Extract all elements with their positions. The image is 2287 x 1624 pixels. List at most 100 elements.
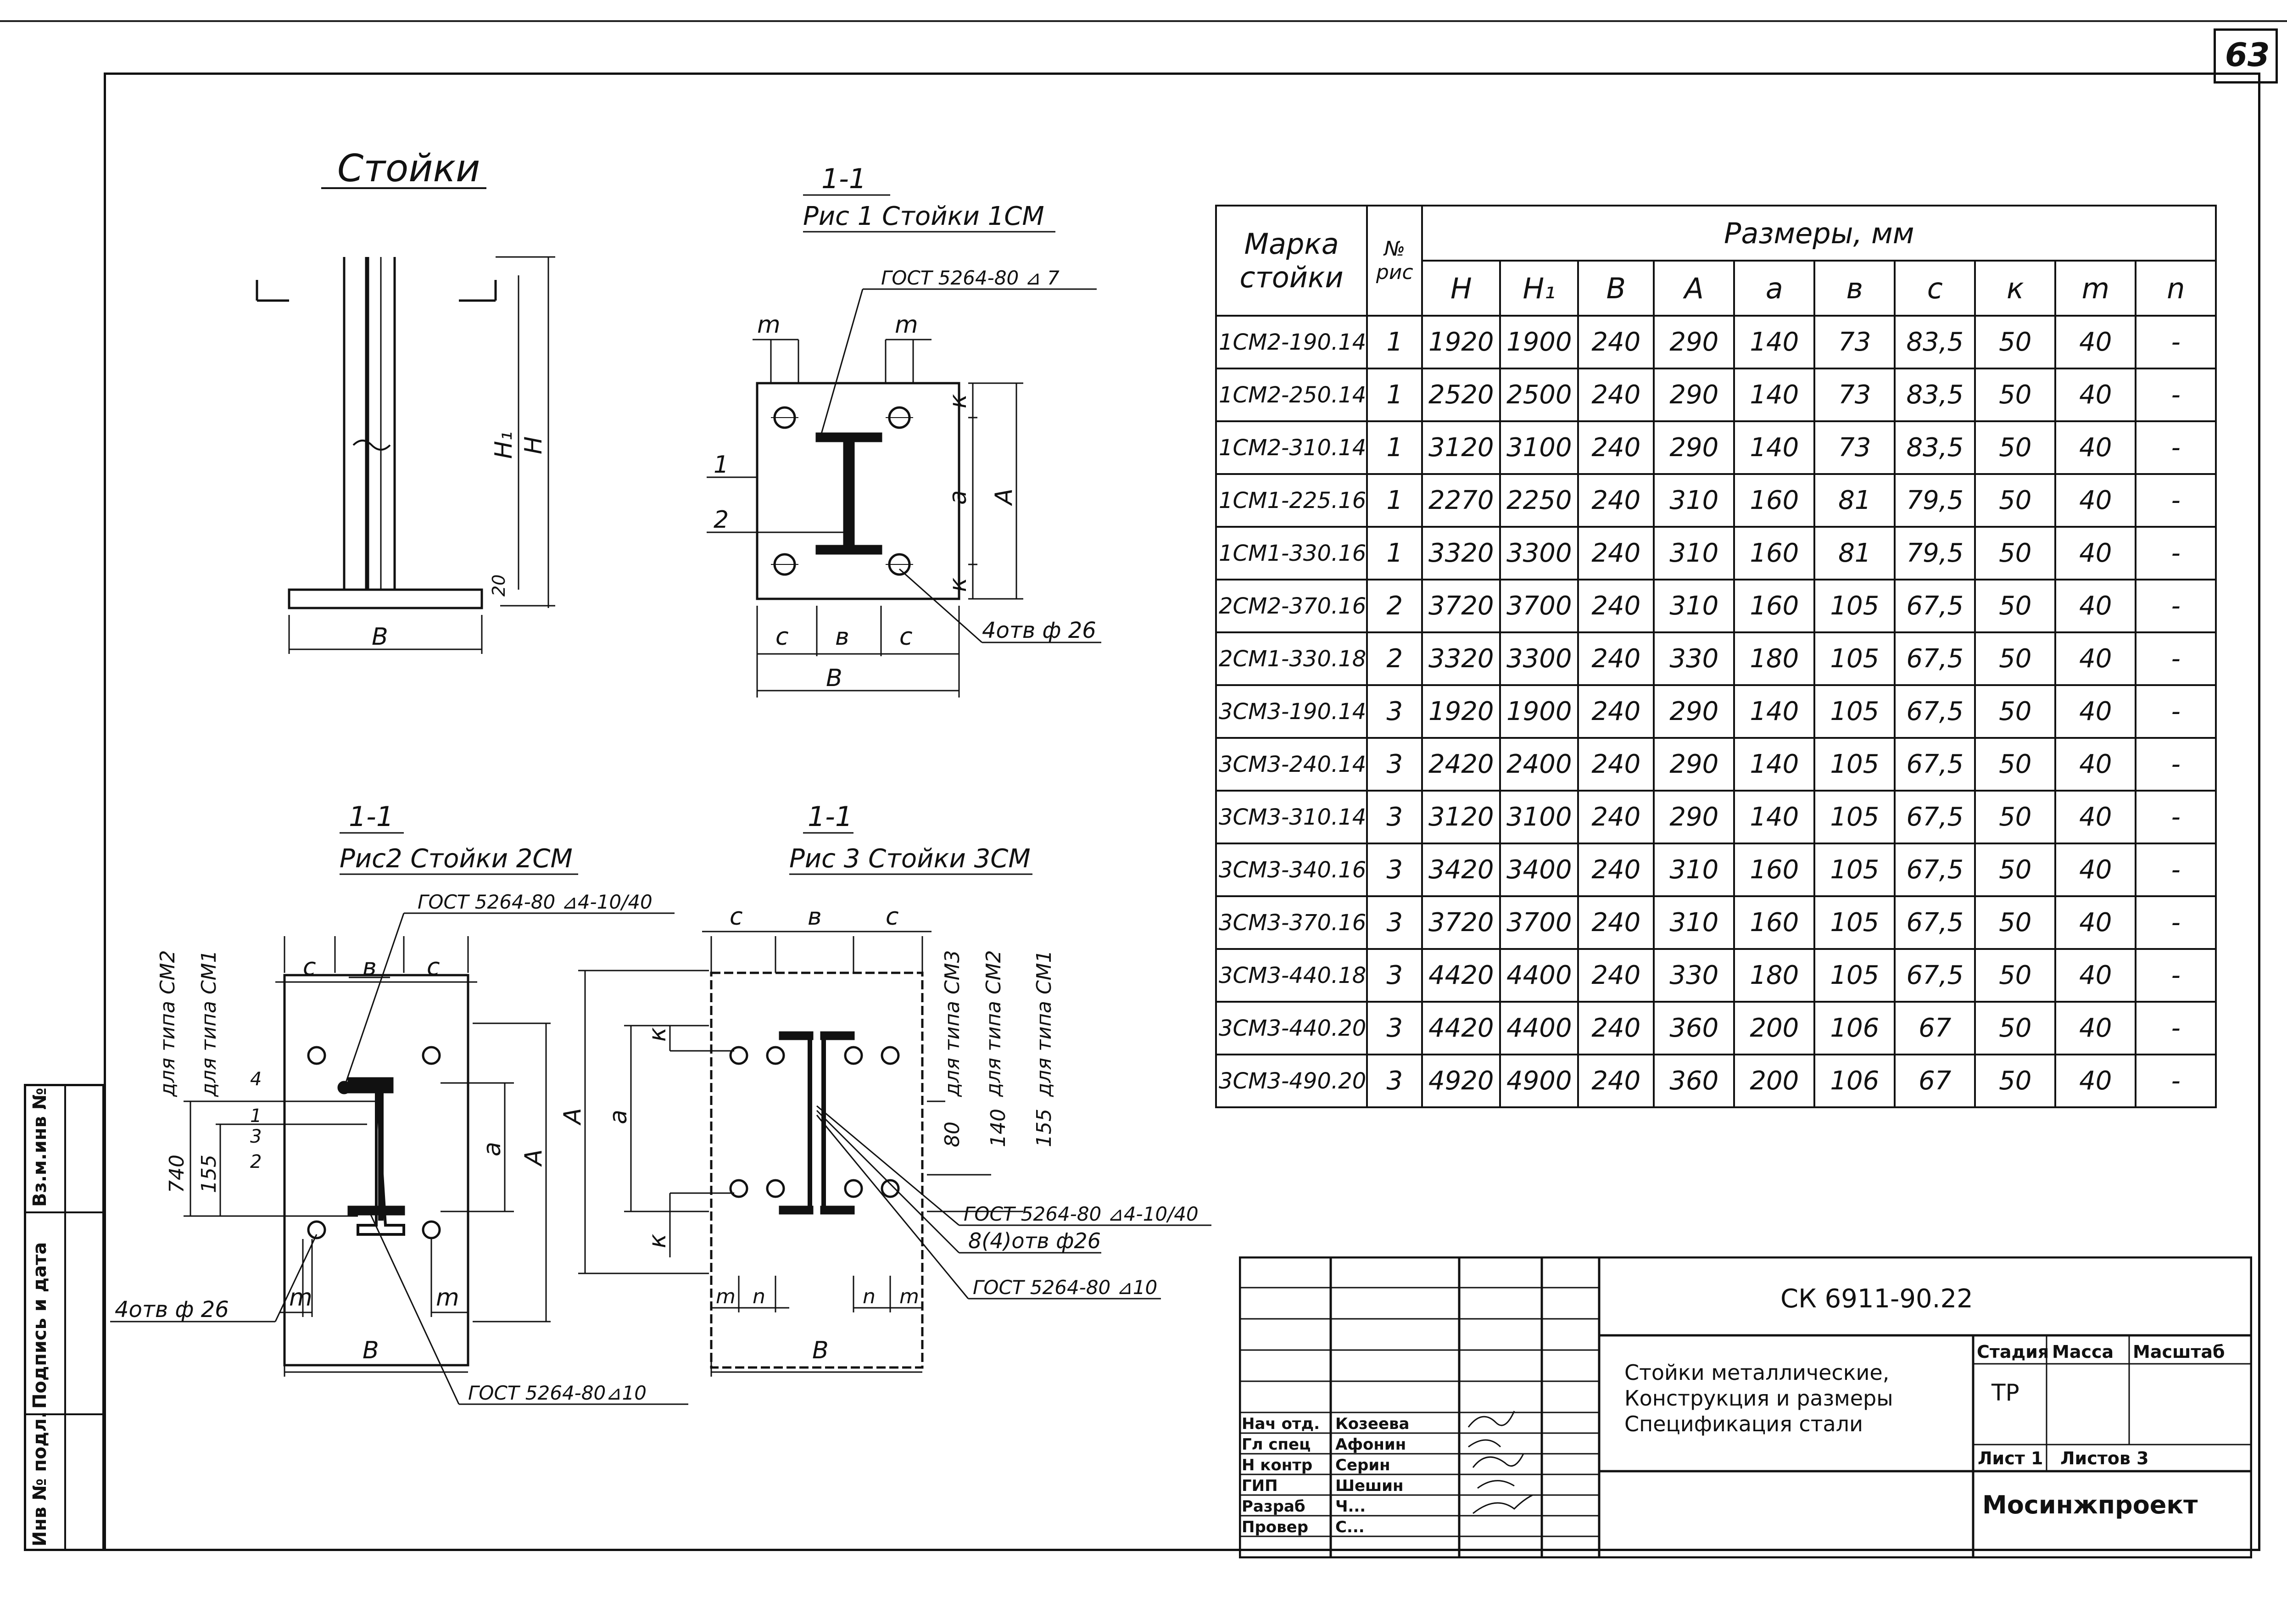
dim-740-f2: 740 xyxy=(165,1155,189,1193)
col-header: H₁ xyxy=(1499,260,1579,317)
cell-value: 50 xyxy=(1974,895,2057,950)
cell-value: 4420 xyxy=(1421,948,1501,1003)
dim-20-elev: 20 xyxy=(489,575,509,597)
role-title: Нач отд. xyxy=(1242,1415,1320,1433)
cell-value: 3700 xyxy=(1499,579,1579,633)
dim-b-f2: в xyxy=(363,954,377,981)
cell-value: 140 xyxy=(1733,315,1816,369)
cell-value: 40 xyxy=(2054,1001,2137,1055)
sheets-label: Листов 3 xyxy=(2060,1448,2149,1468)
stage-value: ТР xyxy=(1991,1379,2019,1406)
cell-fig: 1 xyxy=(1366,526,1423,580)
cell-value: 200 xyxy=(1733,1001,1816,1055)
cell-value: 310 xyxy=(1653,843,1735,897)
cell-value: 106 xyxy=(1813,1054,1896,1108)
cell-value: 105 xyxy=(1813,579,1896,633)
col-header: n xyxy=(2135,260,2217,317)
cell-value: 3720 xyxy=(1421,895,1501,950)
drawings-svg: Стойки 1-1 Рис 1 Стойки 1СМ ГОСТ 5264-80… xyxy=(110,147,1211,1405)
cell-value: 140 xyxy=(1733,684,1816,739)
dim-140-f3: 140 xyxy=(987,1109,1010,1147)
cell-value: 240 xyxy=(1577,737,1655,792)
dim-H-elev: H xyxy=(520,436,547,454)
cell-value: - xyxy=(2135,315,2217,369)
title-block-grid xyxy=(1239,1256,2252,1558)
cell-value: 67,5 xyxy=(1894,843,1976,897)
cell-mark: 3СМ3-440.20 xyxy=(1215,1001,1368,1055)
cell-value: 73 xyxy=(1813,368,1896,422)
cell-value: 290 xyxy=(1653,368,1735,422)
dim-b-f1: в xyxy=(835,623,849,651)
fig1-caption: Рис 1 Стойки 1СМ xyxy=(803,201,1044,231)
side-strip-cut2 xyxy=(24,1413,105,1415)
dim-c1-f3: с xyxy=(730,903,743,931)
cell-value: 160 xyxy=(1733,473,1816,528)
cell-value: 67,5 xyxy=(1894,684,1976,739)
role-title: Разраб xyxy=(1242,1497,1305,1516)
dim-2-f2: 2 xyxy=(250,1151,262,1172)
cell-value: 67,5 xyxy=(1894,948,1976,1003)
fig3-weld-bottom: ГОСТ 5264-80 ⊿10 xyxy=(973,1276,1157,1299)
cell-value: 240 xyxy=(1577,368,1655,422)
role-title: ГИП xyxy=(1242,1477,1278,1495)
cell-value: 1920 xyxy=(1421,684,1501,739)
cell-value: 3300 xyxy=(1499,631,1579,686)
cell-mark: 1СМ2-250.14 xyxy=(1215,368,1368,422)
dim-1-f1: 1 xyxy=(714,451,729,479)
cell-value: 310 xyxy=(1653,526,1735,580)
cell-value: 50 xyxy=(1974,579,2057,633)
cell-value: 3320 xyxy=(1421,526,1501,580)
cell-value: 105 xyxy=(1813,631,1896,686)
cell-value: 50 xyxy=(1974,737,2057,792)
cell-value: 4420 xyxy=(1421,1001,1501,1055)
cell-value: 40 xyxy=(2054,631,2137,686)
cell-mark: 1СМ2-310.14 xyxy=(1215,420,1368,475)
cell-value: 81 xyxy=(1813,473,1896,528)
cell-value: 240 xyxy=(1577,1054,1655,1108)
cell-value: 50 xyxy=(1974,315,2057,369)
cell-value: 40 xyxy=(2054,526,2137,580)
cell-value: 40 xyxy=(2054,948,2137,1003)
fig2-section: 1-1 xyxy=(349,801,394,833)
cell-value: 67,5 xyxy=(1894,737,1976,792)
drawing-frame xyxy=(104,73,2260,1551)
dim-c1-f2: с xyxy=(303,954,316,981)
cell-value: 200 xyxy=(1733,1054,1816,1108)
cell-value: - xyxy=(2135,895,2217,950)
col-header: А xyxy=(1653,260,1735,317)
cell-fig: 3 xyxy=(1366,684,1423,739)
cell-fig: 3 xyxy=(1366,790,1423,844)
cell-value: 240 xyxy=(1577,420,1655,475)
dim-m1-f2: m xyxy=(289,1284,312,1311)
cell-value: 67,5 xyxy=(1894,895,1976,950)
cell-value: - xyxy=(2135,473,2217,528)
cell-value: 67,5 xyxy=(1894,579,1976,633)
cell-value: 140 xyxy=(1733,368,1816,422)
cell-value: 73 xyxy=(1813,315,1896,369)
cell-mark: 3СМ3-310.14 xyxy=(1215,790,1368,844)
dim-m2-f1: m xyxy=(895,311,918,339)
fig2-for-cm1: для типа СМ1 xyxy=(197,950,221,1097)
dim-155-f2: 155 xyxy=(197,1155,221,1193)
cell-value: 360 xyxy=(1653,1054,1735,1108)
cell-fig: 1 xyxy=(1366,420,1423,475)
cell-value: 140 xyxy=(1733,420,1816,475)
cell-value: 3700 xyxy=(1499,895,1579,950)
cell-value: - xyxy=(2135,1001,2217,1055)
dim-3-f2: 3 xyxy=(250,1126,262,1147)
dim-m2-f2: m xyxy=(436,1284,459,1311)
stage-header: Стадия xyxy=(1977,1342,2049,1362)
fig3-plate xyxy=(578,832,1211,1377)
cell-value: 290 xyxy=(1653,737,1735,792)
top-rule xyxy=(0,20,2287,22)
cell-value: 180 xyxy=(1733,948,1816,1003)
cell-value: 140 xyxy=(1733,737,1816,792)
cell-value: 3120 xyxy=(1421,420,1501,475)
